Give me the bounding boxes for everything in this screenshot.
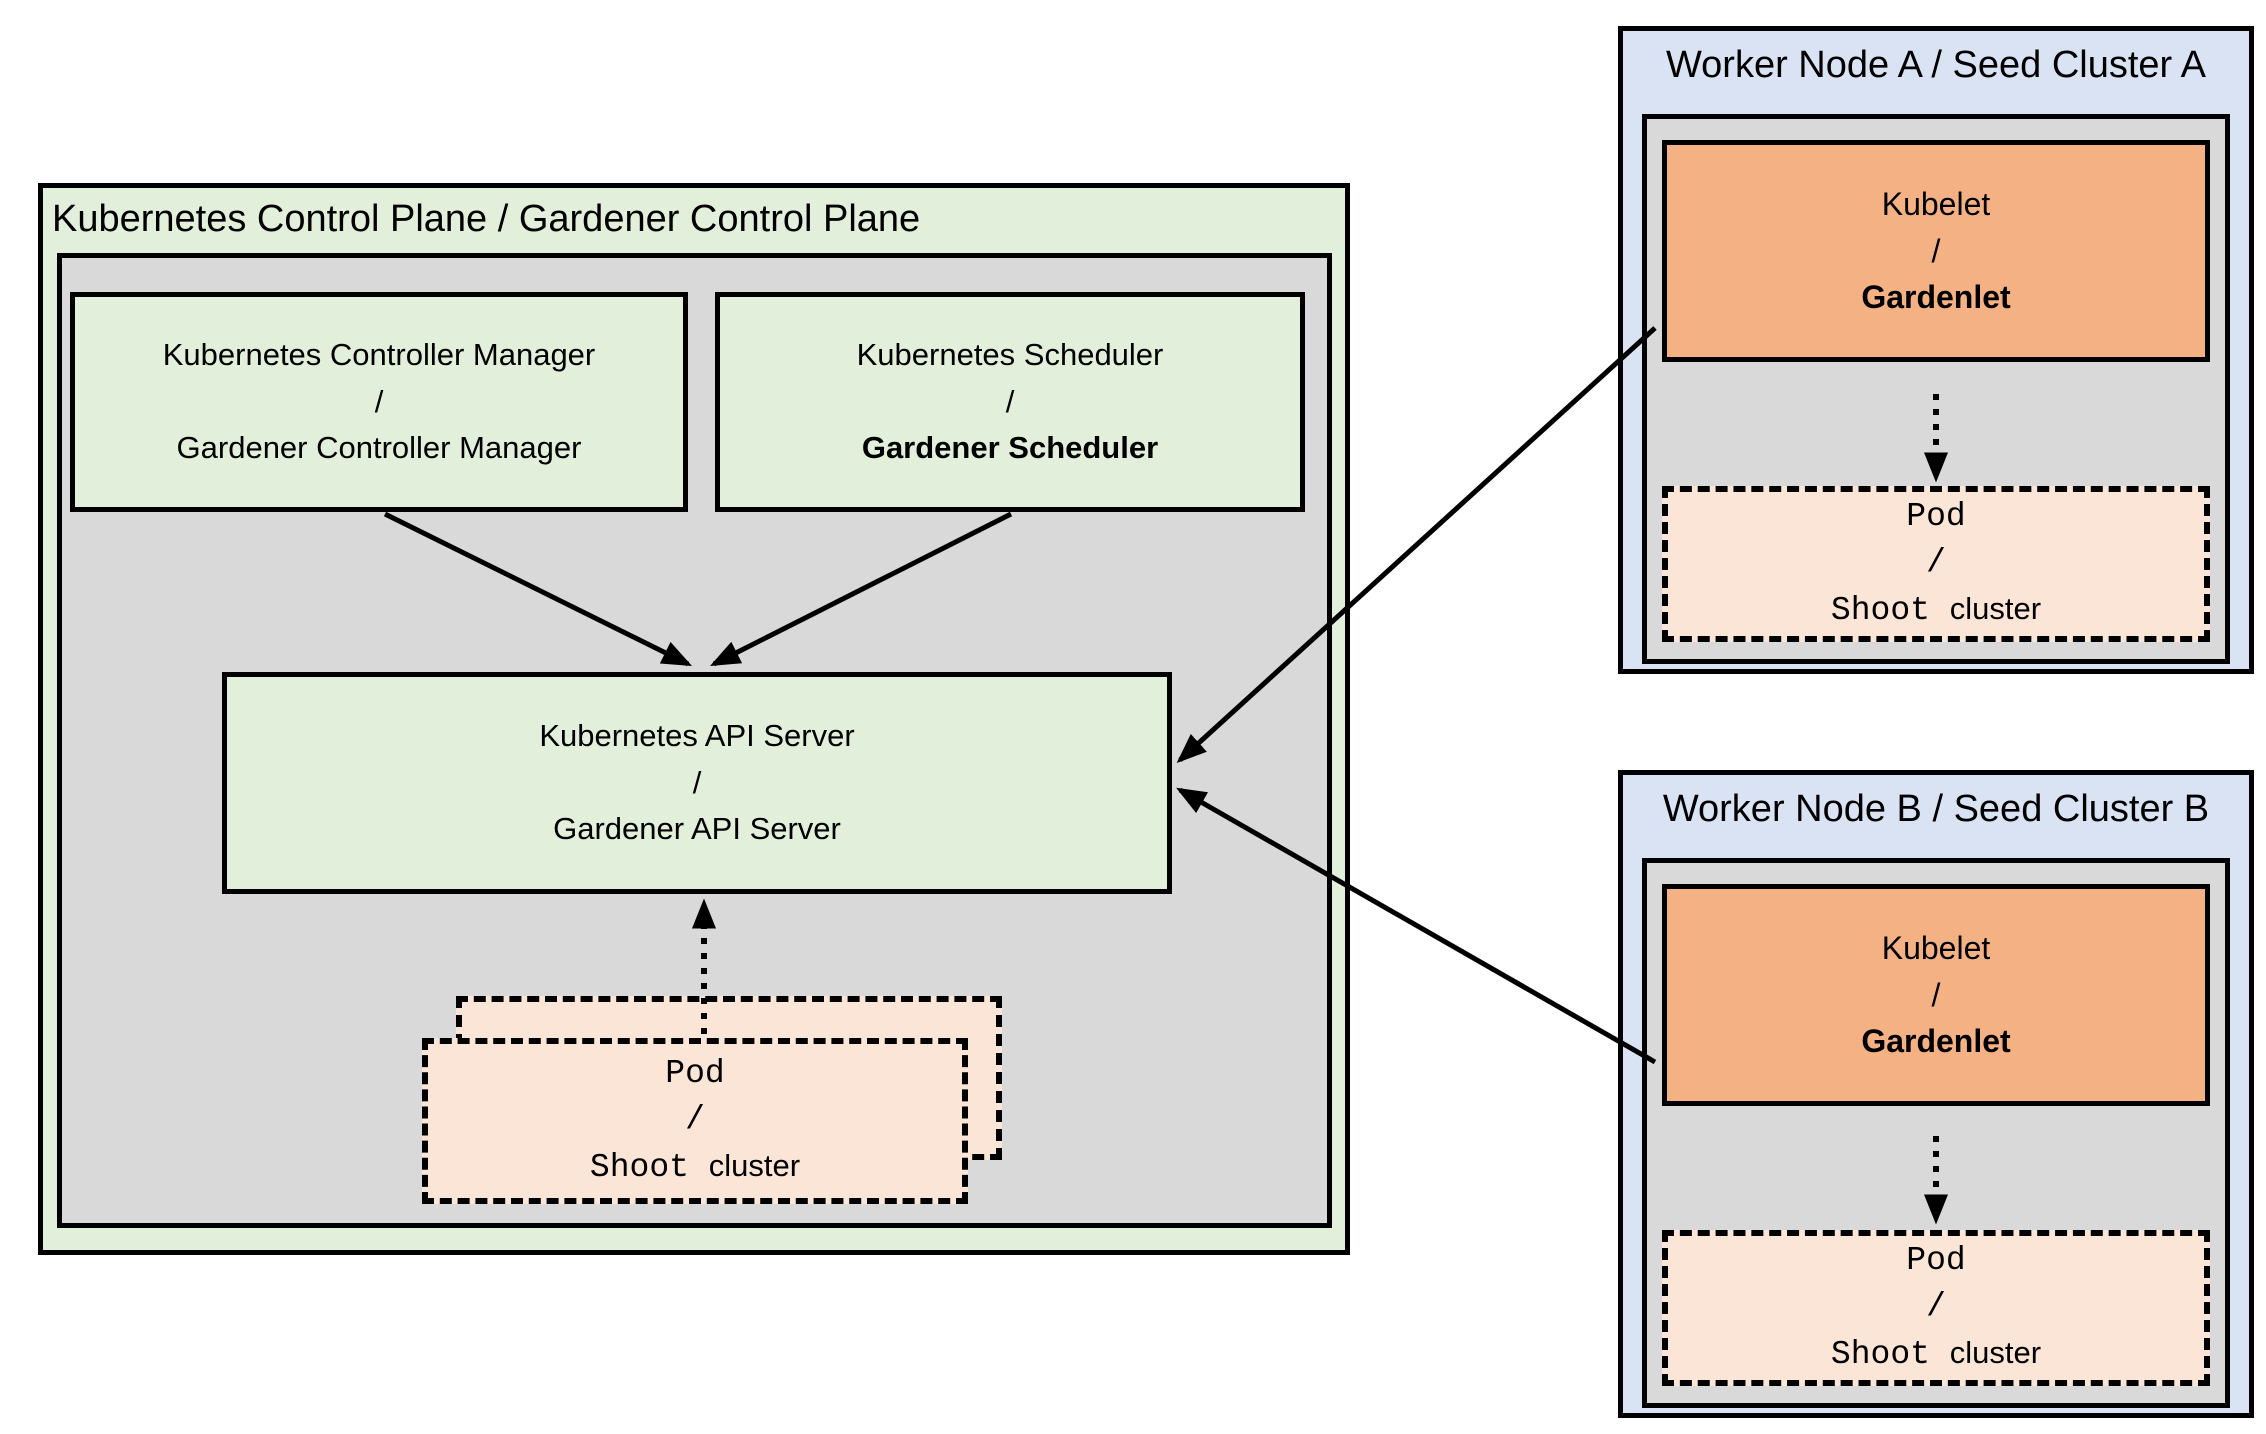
kubelet-b-line2: Gardenlet [1861, 1023, 2011, 1060]
kubelet-b-box: Kubelet / Gardenlet [1662, 884, 2210, 1106]
scheduler-line2: Gardener Scheduler [861, 430, 1159, 466]
api-server-separator: / [692, 764, 702, 800]
pod-b-shoot-label: Shoot [1830, 1335, 1930, 1373]
pod-line1: Pod [665, 1055, 725, 1093]
kubelet-a-line2: Gardenlet [1861, 279, 2011, 316]
pod-a-line1: Pod [1906, 498, 1966, 536]
kubelet-a-box: Kubelet / Gardenlet [1662, 140, 2210, 362]
pod-stack-front-box: Pod / Shoot cluster [422, 1038, 968, 1204]
controller-manager-line2: Gardener Controller Manager [176, 430, 582, 466]
kubelet-b-line1: Kubelet [1881, 930, 1991, 967]
kubelet-b-separator: / [1931, 976, 1941, 1013]
controller-manager-separator: / [374, 383, 384, 419]
pod-line2: Shoot cluster [590, 1144, 800, 1191]
kubelet-a-line1: Kubelet [1881, 186, 1991, 223]
pod-b-cluster-label: cluster [1949, 1334, 2042, 1370]
worker-node-b-title: Worker Node B / Seed Cluster B [1662, 788, 2210, 830]
api-server-line1: Kubernetes API Server [539, 718, 855, 754]
pod-cluster-label: cluster [708, 1147, 801, 1183]
pod-a-separator: / [1926, 544, 1946, 582]
control-plane-title: Kubernetes Control Plane / Gardener Cont… [52, 198, 921, 240]
pod-b-line2: Shoot cluster [1831, 1331, 2041, 1378]
controller-manager-box: Kubernetes Controller Manager / Gardener… [70, 292, 688, 512]
pod-a-line2: Shoot cluster [1831, 587, 2041, 634]
controller-manager-line1: Kubernetes Controller Manager [162, 337, 596, 373]
api-server-line2: Gardener API Server [553, 811, 841, 847]
scheduler-separator: / [1005, 383, 1015, 419]
scheduler-line1: Kubernetes Scheduler [856, 337, 1164, 373]
kubelet-a-separator: / [1931, 232, 1941, 269]
pod-a-cluster-label: cluster [1949, 590, 2042, 626]
pod-separator: / [685, 1101, 705, 1139]
api-server-box: Kubernetes API Server / Gardener API Ser… [222, 672, 1172, 894]
pod-a-box: Pod / Shoot cluster [1662, 486, 2210, 642]
pod-b-box: Pod / Shoot cluster [1662, 1230, 2210, 1386]
pod-a-shoot-label: Shoot [1830, 591, 1930, 629]
pod-b-separator: / [1926, 1288, 1946, 1326]
scheduler-box: Kubernetes Scheduler / Gardener Schedule… [715, 292, 1305, 512]
pod-b-line1: Pod [1906, 1242, 1966, 1280]
pod-shoot-label: Shoot [589, 1148, 689, 1186]
worker-node-a-title: Worker Node A / Seed Cluster A [1665, 44, 2206, 86]
